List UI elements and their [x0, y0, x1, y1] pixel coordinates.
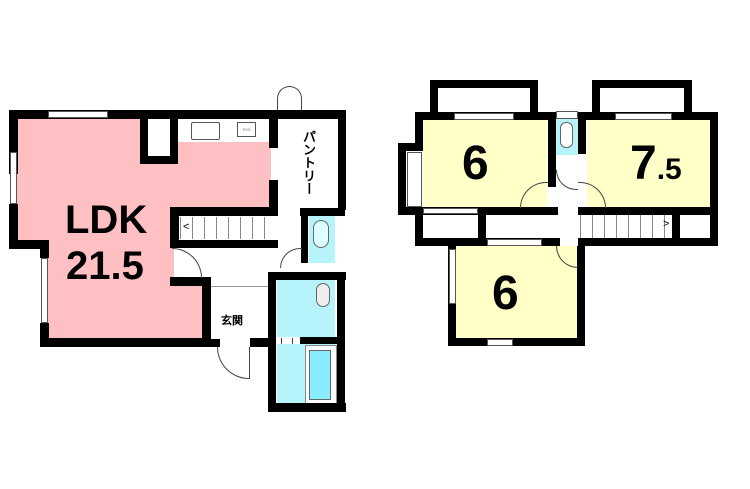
ldk-label: LDK	[65, 198, 148, 242]
window	[487, 239, 542, 246]
stairs-arrow-icon: <	[183, 221, 190, 233]
pantry-door[interactable]	[277, 86, 302, 110]
window	[48, 111, 108, 118]
ldk-size: 21.5	[66, 244, 144, 288]
bedroom-7-5	[587, 120, 710, 207]
entrance-label: 玄関	[221, 315, 243, 327]
window	[449, 249, 456, 304]
toilet-icon	[313, 220, 329, 248]
bathtub-icon	[309, 350, 331, 400]
window	[454, 113, 514, 120]
stairs-arrow-icon: >	[663, 218, 670, 230]
bedroom-6-c	[455, 246, 578, 338]
room-b-size-decimal: .5	[656, 153, 682, 186]
window	[407, 152, 422, 207]
room-c-size: 6	[492, 267, 519, 320]
window	[556, 111, 578, 119]
entrance	[211, 286, 268, 339]
fridge-niche	[148, 118, 170, 157]
stairs-2f	[580, 215, 672, 238]
window	[615, 113, 672, 120]
floor-1-plan: ◦◦◦ LDK 21.5 < パントリー 玄関	[0, 0, 360, 489]
room-b-size-main: 7	[630, 137, 657, 190]
window	[487, 339, 513, 346]
room-b-size: 7.5	[630, 140, 682, 188]
toilet-icon	[560, 122, 573, 148]
pantry-label: パントリー	[301, 130, 316, 195]
room-a-size: 6	[462, 137, 489, 190]
window	[423, 208, 478, 214]
stove-icon: ◦◦◦	[237, 122, 256, 137]
washbasin-icon	[316, 283, 330, 307]
window	[10, 152, 17, 204]
sink-icon	[191, 122, 220, 140]
stairs	[180, 217, 269, 239]
window	[41, 258, 48, 323]
toilet-2f-door[interactable]	[556, 170, 578, 190]
